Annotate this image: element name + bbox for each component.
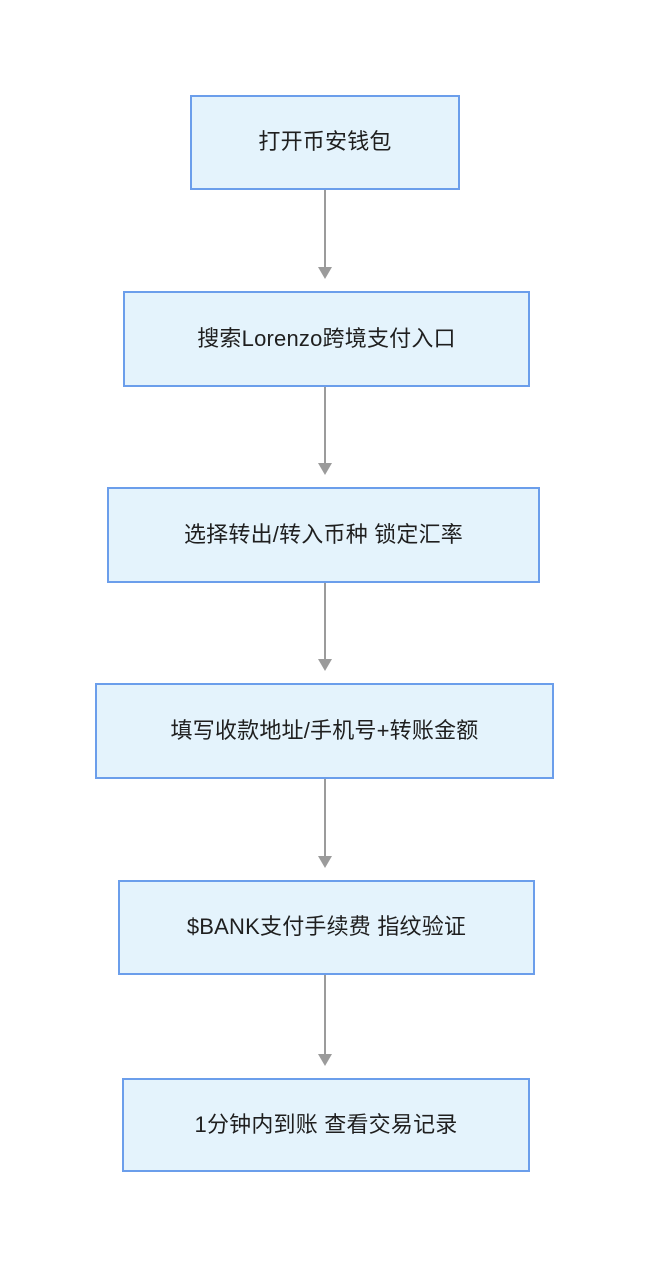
arrow-down-icon xyxy=(317,856,332,868)
flow-node-label: 搜索Lorenzo跨境支付入口 xyxy=(197,325,456,351)
connector-line-3 xyxy=(323,583,326,659)
flow-node-step-1[interactable]: 打开币安钱包 xyxy=(190,95,460,190)
flow-node-label: 选择转出/转入币种 锁定汇率 xyxy=(183,521,464,547)
flow-node-step-4[interactable]: 填写收款地址/手机号+转账金额 xyxy=(95,683,554,779)
arrow-down-icon xyxy=(317,1054,332,1066)
flow-node-label: 打开币安钱包 xyxy=(258,129,392,155)
flow-node-label: $BANK支付手续费 指纹验证 xyxy=(186,914,467,940)
flow-node-step-3[interactable]: 选择转出/转入币种 锁定汇率 xyxy=(107,487,540,583)
connector-line-5 xyxy=(323,975,326,1054)
connector-line-4 xyxy=(323,779,326,856)
arrow-down-icon xyxy=(317,463,332,475)
flow-node-label: 填写收款地址/手机号+转账金额 xyxy=(170,717,479,743)
flow-node-label: 1分钟内到账 查看交易记录 xyxy=(194,1111,458,1137)
connector-line-1 xyxy=(323,190,326,267)
flow-node-step-2[interactable]: 搜索Lorenzo跨境支付入口 xyxy=(123,291,530,387)
connector-line-2 xyxy=(323,387,326,463)
arrow-down-icon xyxy=(317,267,332,279)
arrow-down-icon xyxy=(317,659,332,671)
flow-node-step-5[interactable]: $BANK支付手续费 指纹验证 xyxy=(118,880,535,975)
flow-node-step-6[interactable]: 1分钟内到账 查看交易记录 xyxy=(122,1078,530,1172)
